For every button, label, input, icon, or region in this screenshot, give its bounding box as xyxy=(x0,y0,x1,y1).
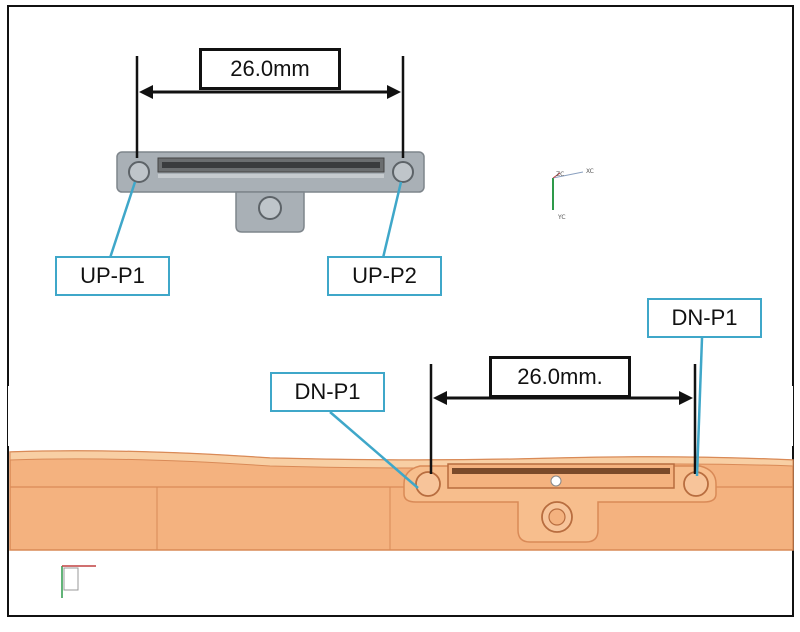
bottom-dimension-text: 26.0mm. xyxy=(517,364,603,389)
callout-up-p2: UP-P2 xyxy=(327,256,442,296)
callout-up-p2-text: UP-P2 xyxy=(352,263,417,288)
callout-dn-p1-left-text: DN-P1 xyxy=(294,379,361,404)
part-slot xyxy=(447,463,675,489)
outer-frame xyxy=(7,5,794,617)
bottom-dim-arrow-left xyxy=(433,391,447,405)
callout-up-p1: UP-P1 xyxy=(55,256,170,296)
bottom-dim-arrow-right xyxy=(679,391,693,405)
leader-dn-p1-left xyxy=(329,411,419,489)
callout-dn-p1-right-text: DN-P1 xyxy=(671,305,738,330)
callout-dn-p1-right: DN-P1 xyxy=(647,298,762,338)
triad-bottom-box xyxy=(63,567,79,591)
triad-x-axis xyxy=(552,171,584,179)
leader-up-p2 xyxy=(381,181,403,259)
bottom-dimension xyxy=(429,364,697,474)
top-left-hole xyxy=(128,161,150,183)
bottom-part xyxy=(8,386,794,551)
triad-y-label: YC xyxy=(557,214,566,221)
part-center-hole-inner xyxy=(548,508,566,526)
top-dimension-label: 26.0mm xyxy=(199,48,341,90)
top-center-hole xyxy=(258,196,282,220)
callout-dn-p1-left: DN-P1 xyxy=(270,372,385,412)
part-center-marker xyxy=(550,475,562,487)
bottom-dimension-label: 26.0mm. xyxy=(489,356,631,398)
top-bracket-slot-inner xyxy=(162,162,380,168)
top-bracket-slot-ledge xyxy=(158,174,384,178)
top-dimension xyxy=(135,56,405,158)
top-bracket xyxy=(116,151,425,233)
top-dimension-text: 26.0mm xyxy=(230,56,310,81)
triad-z-label: ZC xyxy=(556,171,564,178)
callout-up-p1-text: UP-P1 xyxy=(80,263,145,288)
triad-top: XC ZC YC xyxy=(552,168,594,221)
triad-z-axis xyxy=(552,172,561,179)
leader-up-p1 xyxy=(108,181,137,259)
bottom-background-strip xyxy=(8,386,793,446)
top-dim-arrow-left xyxy=(139,85,153,99)
part-slot-inner xyxy=(452,468,670,474)
top-right-hole xyxy=(392,161,414,183)
top-dim-arrow-right xyxy=(387,85,401,99)
triad-x-label: XC xyxy=(586,168,594,175)
leader-dn-p1-right xyxy=(695,337,704,477)
part-left-hole xyxy=(415,471,441,497)
triad-bottom xyxy=(61,565,96,598)
